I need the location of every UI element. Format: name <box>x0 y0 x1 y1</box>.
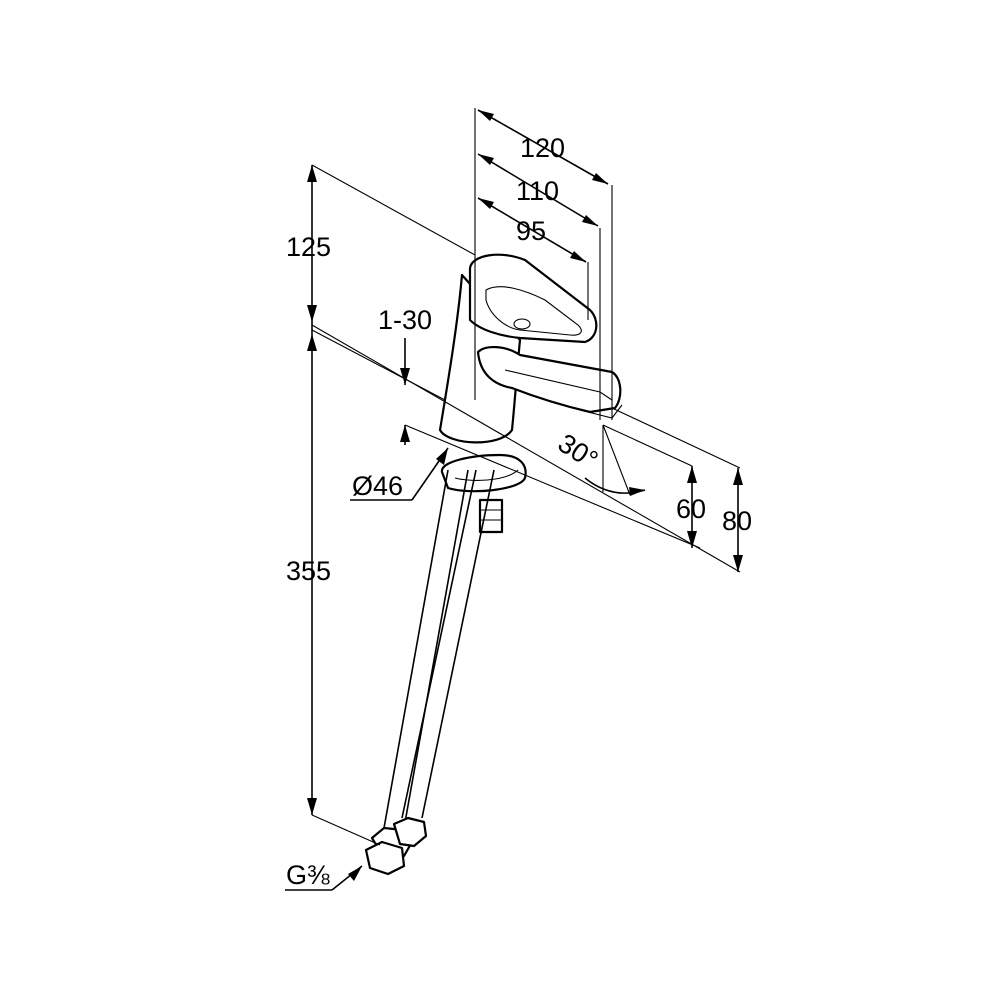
dim-80-label: 80 <box>722 506 752 536</box>
base-diameter-dimension <box>350 447 449 501</box>
fixing-stud <box>478 498 504 534</box>
spout-height-dimensions <box>602 407 743 572</box>
dim-95-label: 95 <box>516 216 546 246</box>
dim-1-30-label: 1-30 <box>378 305 432 335</box>
connection-thread-callout <box>285 865 363 891</box>
dim-60-label: 60 <box>676 494 706 524</box>
spout-angle-dimension <box>584 424 646 496</box>
faucet-body <box>364 253 623 876</box>
dim-diameter-46-label: Ø46 <box>352 471 403 501</box>
flexible-hoses <box>383 469 495 829</box>
deck-thickness-dimension <box>311 324 741 573</box>
dim-g-3-8-label: G⅜ <box>286 860 330 890</box>
lever-handle <box>468 253 598 344</box>
dim-110-label: 110 <box>516 176 559 206</box>
dim-125-label: 125 <box>286 232 331 262</box>
dim-120-label: 120 <box>520 133 565 163</box>
height-dimensions <box>307 164 476 846</box>
width-dimensions <box>474 108 613 420</box>
base-plate <box>440 453 527 493</box>
hose-connectors <box>364 816 428 876</box>
dim-355-label: 355 <box>286 556 331 586</box>
